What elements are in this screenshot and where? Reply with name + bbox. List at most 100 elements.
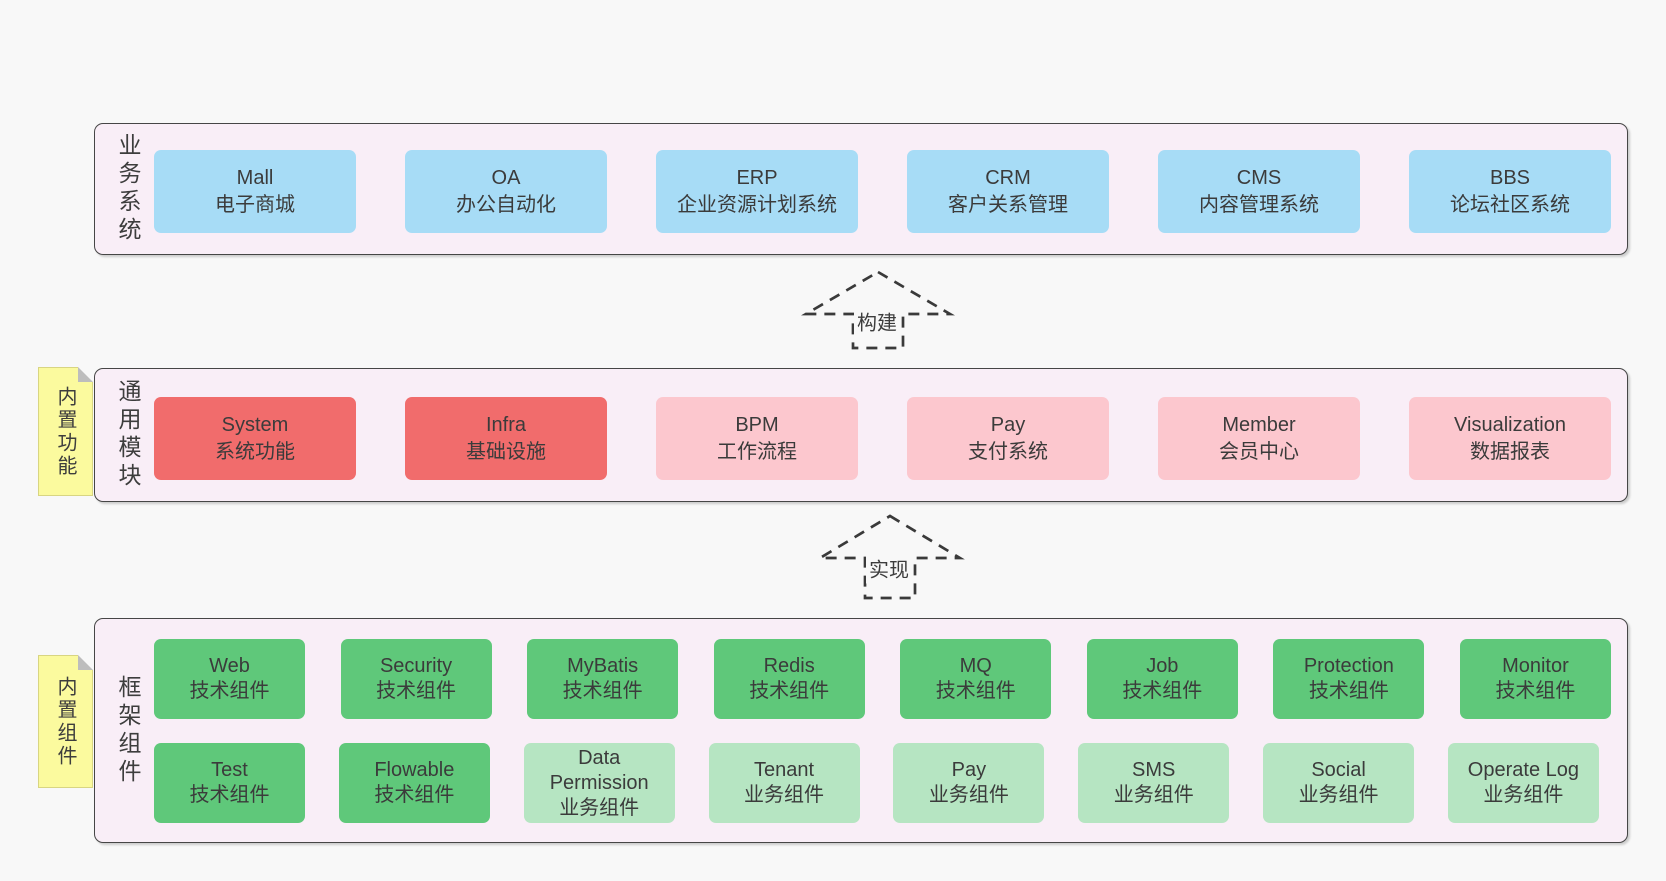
box-subtitle: 支付系统 xyxy=(968,440,1048,463)
box-title: Social xyxy=(1311,759,1366,781)
box-subtitle: 系统功能 xyxy=(215,440,295,463)
box-title: Visualization xyxy=(1454,413,1566,436)
sticky-note-built-in-components: 内置组件 xyxy=(38,655,93,788)
component-box-flowable: Flowable 技术组件 xyxy=(338,743,490,823)
business-box-mall: Mall 电子商城 xyxy=(154,150,356,233)
module-box-infra: Infra 基础设施 xyxy=(405,397,607,480)
component-box-monitor: Monitor 技术组件 xyxy=(1459,639,1611,719)
component-box-mybatis: MyBatis 技术组件 xyxy=(527,639,679,719)
business-box-erp: ERP 企业资源计划系统 xyxy=(656,150,858,233)
box-title: Data Permission xyxy=(549,746,649,794)
box-subtitle: 技术组件 xyxy=(189,784,270,806)
component-box-mq: MQ 技术组件 xyxy=(900,639,1052,719)
module-box-member: Member 会员中心 xyxy=(1158,397,1360,480)
component-box-pay: Pay 业务组件 xyxy=(893,743,1045,823)
box-title: Protection xyxy=(1303,655,1394,677)
sticky-note-label: 内置功能 xyxy=(54,385,76,478)
box-title: Redis xyxy=(763,655,815,677)
component-box-tenant: Tenant 业务组件 xyxy=(708,743,860,823)
business-box-cms: CMS 内容管理系统 xyxy=(1158,150,1360,233)
box-title: Mall xyxy=(236,166,274,189)
box-subtitle: 技术组件 xyxy=(374,784,455,806)
box-title: CMS xyxy=(1236,166,1282,189)
box-subtitle: 企业资源计划系统 xyxy=(677,193,837,216)
box-title: Monitor xyxy=(1502,655,1569,677)
box-subtitle: 客户关系管理 xyxy=(948,193,1068,216)
component-box-sms: SMS 业务组件 xyxy=(1078,743,1230,823)
box-title: Infra xyxy=(485,413,527,436)
box-subtitle: 会员中心 xyxy=(1219,440,1299,463)
box-subtitle: 技术组件 xyxy=(935,680,1016,702)
box-subtitle: 工作流程 xyxy=(717,440,797,463)
component-box-redis: Redis 技术组件 xyxy=(713,639,865,719)
components-box-row-1: Web 技术组件 Security 技术组件 MyBatis 技术组件 Redi… xyxy=(154,639,1611,719)
box-subtitle: 办公自动化 xyxy=(456,193,556,216)
band-label-modules: 通用模块 xyxy=(115,379,141,491)
component-box-security: Security 技术组件 xyxy=(340,639,492,719)
component-box-protection: Protection 技术组件 xyxy=(1273,639,1425,719)
component-box-web: Web 技术组件 xyxy=(154,639,305,719)
box-title: Operate Log xyxy=(1467,759,1579,781)
component-box-social: Social 业务组件 xyxy=(1263,743,1415,823)
business-box-bbs: BBS 论坛社区系统 xyxy=(1409,150,1611,233)
business-box-crm: CRM 客户关系管理 xyxy=(907,150,1109,233)
implement-arrow-label: 实现 xyxy=(866,552,912,584)
box-subtitle: 技术组件 xyxy=(749,680,830,702)
box-subtitle: 数据报表 xyxy=(1470,440,1550,463)
box-subtitle: 技术组件 xyxy=(1122,680,1203,702)
box-subtitle: 业务组件 xyxy=(559,796,640,819)
box-title: Pay xyxy=(990,413,1026,436)
module-box-visualization: Visualization 数据报表 xyxy=(1409,397,1611,480)
box-subtitle: 基础设施 xyxy=(466,440,546,463)
component-box-data-permission: Data Permission 业务组件 xyxy=(523,743,675,823)
box-subtitle: 电子商城 xyxy=(215,193,295,216)
box-subtitle: 技术组件 xyxy=(376,680,457,702)
box-title: ERP xyxy=(736,166,778,189)
box-title: MQ xyxy=(959,655,992,677)
box-subtitle: 业务组件 xyxy=(1113,784,1194,806)
module-box-bpm: BPM 工作流程 xyxy=(656,397,858,480)
box-title: System xyxy=(221,413,289,436)
box-title: SMS xyxy=(1132,759,1176,781)
band-label-components: 框架组件 xyxy=(115,674,141,787)
box-subtitle: 技术组件 xyxy=(189,680,270,702)
band-framework-components: 框架组件 Web 技术组件 Security 技术组件 MyBatis 技术组件… xyxy=(94,618,1628,843)
box-subtitle: 业务组件 xyxy=(928,784,1009,806)
modules-box-row: System 系统功能 Infra 基础设施 BPM 工作流程 Pay 支付系统… xyxy=(154,397,1611,480)
box-title: Job xyxy=(1146,655,1179,677)
box-title: BPM xyxy=(735,413,779,436)
module-box-system: System 系统功能 xyxy=(154,397,356,480)
sticky-note-label: 内置组件 xyxy=(54,675,76,768)
component-box-operate-log: Operate Log 业务组件 xyxy=(1447,743,1599,823)
box-subtitle: 业务组件 xyxy=(744,784,825,806)
box-subtitle: 论坛社区系统 xyxy=(1450,193,1570,216)
component-box-job: Job 技术组件 xyxy=(1086,639,1238,719)
sticky-note-built-in-features: 内置功能 xyxy=(38,367,93,496)
box-title: Web xyxy=(209,655,250,677)
box-title: Tenant xyxy=(754,759,815,781)
box-title: Security xyxy=(379,655,453,677)
implement-arrow-icon xyxy=(815,514,965,600)
components-box-row-2: Test 技术组件 Flowable 技术组件 Data Permission … xyxy=(154,743,1599,823)
business-box-oa: OA 办公自动化 xyxy=(405,150,607,233)
business-box-row: Mall 电子商城 OA 办公自动化 ERP 企业资源计划系统 CRM 客户关系… xyxy=(154,150,1611,233)
box-subtitle: 技术组件 xyxy=(562,680,643,702)
build-arrow-label: 构建 xyxy=(854,305,900,337)
box-title: Test xyxy=(211,759,248,781)
box-title: Member xyxy=(1222,413,1296,436)
box-title: Pay xyxy=(951,759,987,781)
box-subtitle: 内容管理系统 xyxy=(1199,193,1319,216)
band-common-modules: 通用模块 System 系统功能 Infra 基础设施 BPM 工作流程 Pay… xyxy=(94,368,1628,502)
box-title: OA xyxy=(491,166,521,189)
box-title: MyBatis xyxy=(567,655,639,677)
box-subtitle: 业务组件 xyxy=(1298,784,1379,806)
box-subtitle: 技术组件 xyxy=(1495,680,1576,702)
box-title: CRM xyxy=(985,166,1031,189)
box-subtitle: 技术组件 xyxy=(1308,680,1389,702)
build-arrow-icon xyxy=(801,270,955,350)
band-label-business: 业务系统 xyxy=(115,133,141,245)
box-title: BBS xyxy=(1489,166,1531,189)
box-title: Flowable xyxy=(374,759,455,781)
module-box-pay: Pay 支付系统 xyxy=(907,397,1109,480)
